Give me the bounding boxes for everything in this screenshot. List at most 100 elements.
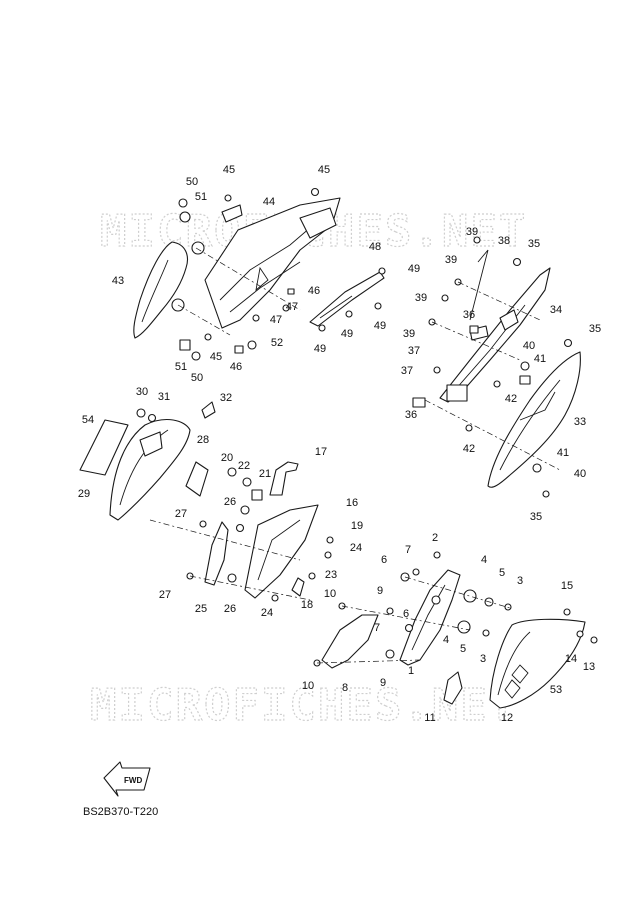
callout-13: 13: [583, 661, 595, 673]
callout-54: 54: [82, 414, 94, 426]
callout-23: 23: [325, 569, 337, 581]
callout-44: 44: [263, 196, 275, 208]
callout-31: 31: [158, 391, 170, 403]
callout-18: 18: [301, 599, 313, 611]
cover-25: [204, 521, 229, 586]
callout-38: 38: [498, 235, 510, 247]
callout-43: 43: [112, 275, 124, 287]
callout-39: 39: [403, 328, 415, 340]
fasteners-lower-right: [313, 551, 598, 667]
callout-53: 53: [550, 684, 562, 696]
callout-47: 47: [270, 314, 282, 326]
callout-21: 21: [259, 468, 271, 480]
callout-19: 19: [351, 520, 363, 532]
callout-32: 32: [220, 392, 232, 404]
callout-46: 46: [308, 285, 320, 297]
fasteners-upper-right: [412, 236, 573, 498]
callout-20: 20: [221, 452, 233, 464]
callout-2: 2: [432, 532, 438, 544]
callout-3: 3: [517, 575, 523, 587]
callout-6: 6: [403, 608, 409, 620]
bracket-11: [443, 671, 463, 705]
callout-41: 41: [534, 353, 546, 365]
callout-49: 49: [374, 320, 386, 332]
tube-17: [269, 461, 299, 496]
callout-41: 41: [557, 447, 569, 459]
callout-25: 25: [195, 603, 207, 615]
cover-8: [321, 614, 379, 669]
callout-15: 15: [561, 580, 573, 592]
cover-12: [489, 618, 586, 709]
callout-5: 5: [499, 567, 505, 579]
callout-39: 39: [466, 226, 478, 238]
callout-24: 24: [350, 542, 362, 554]
callout-16: 16: [346, 497, 358, 509]
assembly-lines: [149, 247, 561, 664]
bracket-1: [399, 569, 461, 666]
callout-35: 35: [530, 511, 542, 523]
callout-3: 3: [480, 653, 486, 665]
callout-11: 11: [424, 712, 435, 724]
callout-8: 8: [342, 682, 348, 694]
callout-4: 4: [481, 554, 487, 566]
callout-35: 35: [528, 238, 540, 250]
callout-39: 39: [415, 292, 427, 304]
callout-17: 17: [315, 446, 327, 458]
callout-51: 51: [195, 191, 207, 203]
callout-50: 50: [191, 372, 203, 384]
callout-47: 47: [286, 301, 298, 313]
callout-37: 37: [408, 345, 420, 357]
inner-panel-44: [204, 197, 341, 329]
callout-36: 36: [463, 309, 475, 321]
callout-50: 50: [186, 176, 198, 188]
callout-5: 5: [460, 643, 466, 655]
callout-26: 26: [224, 603, 236, 615]
callout-51: 51: [175, 361, 187, 373]
fasteners-upper-left: [178, 187, 386, 361]
callout-48: 48: [369, 241, 381, 253]
callout-7: 7: [374, 622, 380, 634]
callout-33: 33: [574, 416, 586, 428]
fasteners-mid-left: [136, 401, 334, 602]
callout-26: 26: [224, 496, 236, 508]
callout-42: 42: [505, 393, 517, 405]
callout-52: 52: [271, 337, 283, 349]
callout-28: 28: [197, 434, 209, 446]
callout-27: 27: [159, 589, 171, 601]
callout-35: 35: [589, 323, 601, 335]
side-cover-34: [439, 267, 551, 403]
callout-24: 24: [261, 607, 273, 619]
callout-37: 37: [401, 365, 413, 377]
callout-9: 9: [377, 585, 383, 597]
side-cover-33: [487, 351, 581, 488]
bracket-48: [309, 271, 385, 327]
callout-1: 1: [408, 665, 414, 677]
callout-10: 10: [302, 680, 314, 692]
watermark-bottom: MICROFICHES.NET: [90, 680, 517, 731]
callout-45: 45: [318, 164, 330, 176]
callout-49: 49: [341, 328, 353, 340]
fwd-arrow-icon: FWD: [103, 761, 151, 797]
callout-45: 45: [223, 164, 235, 176]
callout-39: 39: [445, 254, 457, 266]
callout-40: 40: [523, 340, 535, 352]
callout-49: 49: [314, 343, 326, 355]
diagram-code: BS2B370-T220: [83, 806, 158, 818]
callout-6: 6: [381, 554, 387, 566]
fwd-label: FWD: [124, 776, 142, 785]
callout-14: 14: [565, 653, 577, 665]
callout-46: 46: [230, 361, 242, 373]
panel-54: [79, 419, 129, 476]
callout-36: 36: [405, 409, 417, 421]
callout-45: 45: [210, 351, 222, 363]
callout-29: 29: [78, 488, 90, 500]
callout-7: 7: [405, 544, 411, 556]
callout-22: 22: [238, 460, 250, 472]
callout-40: 40: [574, 468, 586, 480]
callout-30: 30: [136, 386, 148, 398]
callout-49: 49: [408, 263, 420, 275]
callout-42: 42: [463, 443, 475, 455]
bracket-16: [244, 504, 319, 599]
